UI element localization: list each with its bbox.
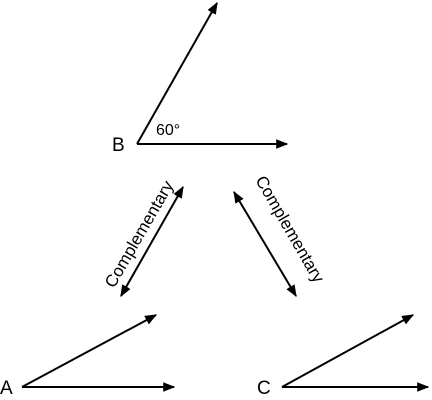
angle-a: A bbox=[0, 314, 176, 399]
vertex-c-label: C bbox=[257, 378, 271, 399]
vertex-b-label: B bbox=[112, 135, 125, 156]
relation-left-label: Complementary bbox=[101, 177, 178, 291]
relation-right-arrow bbox=[233, 190, 297, 298]
vertex-a-label: A bbox=[0, 378, 13, 399]
angle-b-measure: 60° bbox=[156, 122, 180, 139]
relation-right-label: Complementary bbox=[252, 173, 329, 287]
relation-right: Complementary bbox=[233, 173, 329, 298]
relation-left-arrow bbox=[120, 185, 184, 298]
angle-c: C bbox=[257, 314, 430, 399]
angle-c-ray-upper bbox=[281, 314, 415, 388]
relation-left: Complementary bbox=[101, 177, 184, 298]
angle-b: B 60° bbox=[112, 1, 289, 156]
angle-b-ray-upper bbox=[136, 1, 218, 145]
angle-a-ray-upper bbox=[21, 314, 158, 388]
